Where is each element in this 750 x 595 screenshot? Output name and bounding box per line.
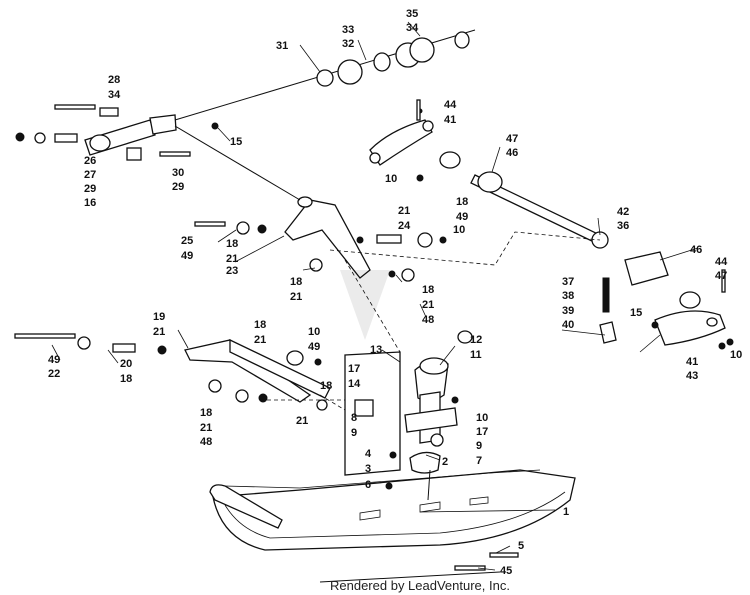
callout-30[interactable]: 30 [172, 167, 185, 179]
callout-11[interactable]: 11 [470, 349, 482, 361]
callout-36[interactable]: 36 [617, 220, 630, 232]
callout-21-f[interactable]: 21 [254, 334, 267, 346]
reference-lines [260, 231, 601, 411]
callout-17-left[interactable]: 17 [348, 363, 361, 375]
callout-18-d[interactable]: 18 [422, 284, 435, 296]
credit-text: Rendered by LeadVenture, Inc. [330, 578, 510, 593]
callout-16[interactable]: 16 [84, 197, 97, 209]
callout-48-low[interactable]: 48 [200, 436, 213, 448]
callout-26[interactable]: 26 [84, 155, 97, 167]
callout-27[interactable]: 27 [84, 169, 97, 181]
callout-29-left[interactable]: 29 [84, 183, 97, 195]
callout-18-h[interactable]: 18 [200, 407, 213, 419]
callout-43[interactable]: 43 [686, 370, 699, 382]
watermark-logo [340, 270, 390, 340]
callout-9-left[interactable]: 9 [351, 427, 358, 439]
hardware [14, 99, 734, 571]
callout-49-b[interactable]: 49 [456, 211, 469, 223]
callout-41-top[interactable]: 41 [444, 114, 457, 126]
callout-44-top[interactable]: 44 [444, 99, 457, 111]
callout-23[interactable]: 23 [226, 265, 239, 277]
spindle-assembly [344, 351, 458, 501]
callout-3[interactable]: 3 [365, 463, 372, 475]
spring-stack [316, 31, 470, 87]
callout-47-top[interactable]: 47 [506, 133, 519, 145]
callout-19[interactable]: 19 [153, 311, 166, 323]
callout-49-d[interactable]: 49 [308, 341, 321, 353]
callout-6[interactable]: 6 [365, 479, 372, 491]
callout-21-b[interactable]: 21 [226, 253, 239, 265]
callout-21-e[interactable]: 21 [153, 326, 166, 338]
callout-1[interactable]: 1 [563, 506, 570, 518]
callout-7[interactable]: 7 [476, 455, 483, 467]
shock-absorber [84, 29, 476, 201]
callout-25[interactable]: 25 [181, 235, 194, 247]
callout-15-right[interactable]: 15 [630, 307, 643, 319]
ski [209, 469, 576, 583]
callout-8[interactable]: 8 [351, 412, 358, 424]
callout-12[interactable]: 12 [470, 334, 483, 346]
callout-10-top[interactable]: 10 [385, 173, 398, 185]
callout-21-h[interactable]: 21 [200, 422, 213, 434]
callout-44-right[interactable]: 44 [715, 256, 728, 268]
callout-46-right[interactable]: 46 [690, 244, 703, 256]
callout-29-right[interactable]: 29 [172, 181, 185, 193]
callout-21-d[interactable]: 21 [422, 299, 435, 311]
callout-4[interactable]: 4 [365, 448, 372, 460]
callout-15-left[interactable]: 15 [230, 136, 243, 148]
callout-5[interactable]: 5 [518, 540, 525, 552]
callout-18-c[interactable]: 18 [290, 276, 303, 288]
callout-14[interactable]: 14 [348, 378, 361, 390]
callout-46-top[interactable]: 46 [506, 147, 519, 159]
callout-37[interactable]: 37 [562, 276, 575, 288]
callout-35[interactable]: 35 [406, 8, 419, 20]
callout-33[interactable]: 33 [342, 24, 355, 36]
callout-41-right[interactable]: 41 [686, 356, 699, 368]
callout-22[interactable]: 22 [48, 368, 61, 380]
callout-18-b[interactable]: 18 [226, 238, 239, 250]
callout-24[interactable]: 24 [398, 220, 411, 232]
callout-42[interactable]: 42 [617, 206, 630, 218]
leader-lines [51, 21, 699, 571]
callout-48-mid[interactable]: 48 [422, 314, 435, 326]
callout-10-mid[interactable]: 10 [453, 224, 466, 236]
callout-34-left[interactable]: 34 [108, 89, 121, 101]
steering-arm-right [599, 251, 726, 346]
callout-49-a[interactable]: 49 [181, 250, 194, 262]
callout-20[interactable]: 20 [120, 358, 133, 370]
callout-39[interactable]: 39 [562, 305, 575, 317]
callout-18-a[interactable]: 18 [456, 196, 469, 208]
callout-38[interactable]: 38 [562, 290, 575, 302]
callout-40[interactable]: 40 [562, 319, 575, 331]
callout-31[interactable]: 31 [276, 40, 289, 52]
callout-18-g[interactable]: 18 [320, 380, 333, 392]
callout-21-g[interactable]: 21 [296, 415, 309, 427]
callout-32[interactable]: 32 [342, 38, 355, 50]
callout-2[interactable]: 2 [442, 456, 449, 468]
callout-13[interactable]: 13 [370, 344, 383, 356]
callout-47-right[interactable]: 47 [715, 270, 728, 282]
callout-9-right[interactable]: 9 [476, 440, 483, 452]
callout-21-c[interactable]: 21 [290, 291, 303, 303]
callout-21-a[interactable]: 21 [398, 205, 411, 217]
callout-17-right[interactable]: 17 [476, 426, 489, 438]
callout-34-top[interactable]: 34 [406, 22, 419, 34]
callout-10-spindle[interactable]: 10 [476, 412, 489, 424]
callout-10-lower[interactable]: 10 [308, 326, 321, 338]
callout-18-f[interactable]: 18 [120, 373, 133, 385]
upper-a-arm [284, 196, 371, 279]
lower-a-arm [184, 338, 331, 403]
callout-18-e[interactable]: 18 [254, 319, 267, 331]
steering-arm-upper [369, 119, 434, 166]
callout-49-c[interactable]: 49 [48, 354, 61, 366]
callout-28[interactable]: 28 [108, 74, 121, 86]
callout-10-right[interactable]: 10 [730, 349, 743, 361]
callout-45[interactable]: 45 [500, 565, 513, 577]
